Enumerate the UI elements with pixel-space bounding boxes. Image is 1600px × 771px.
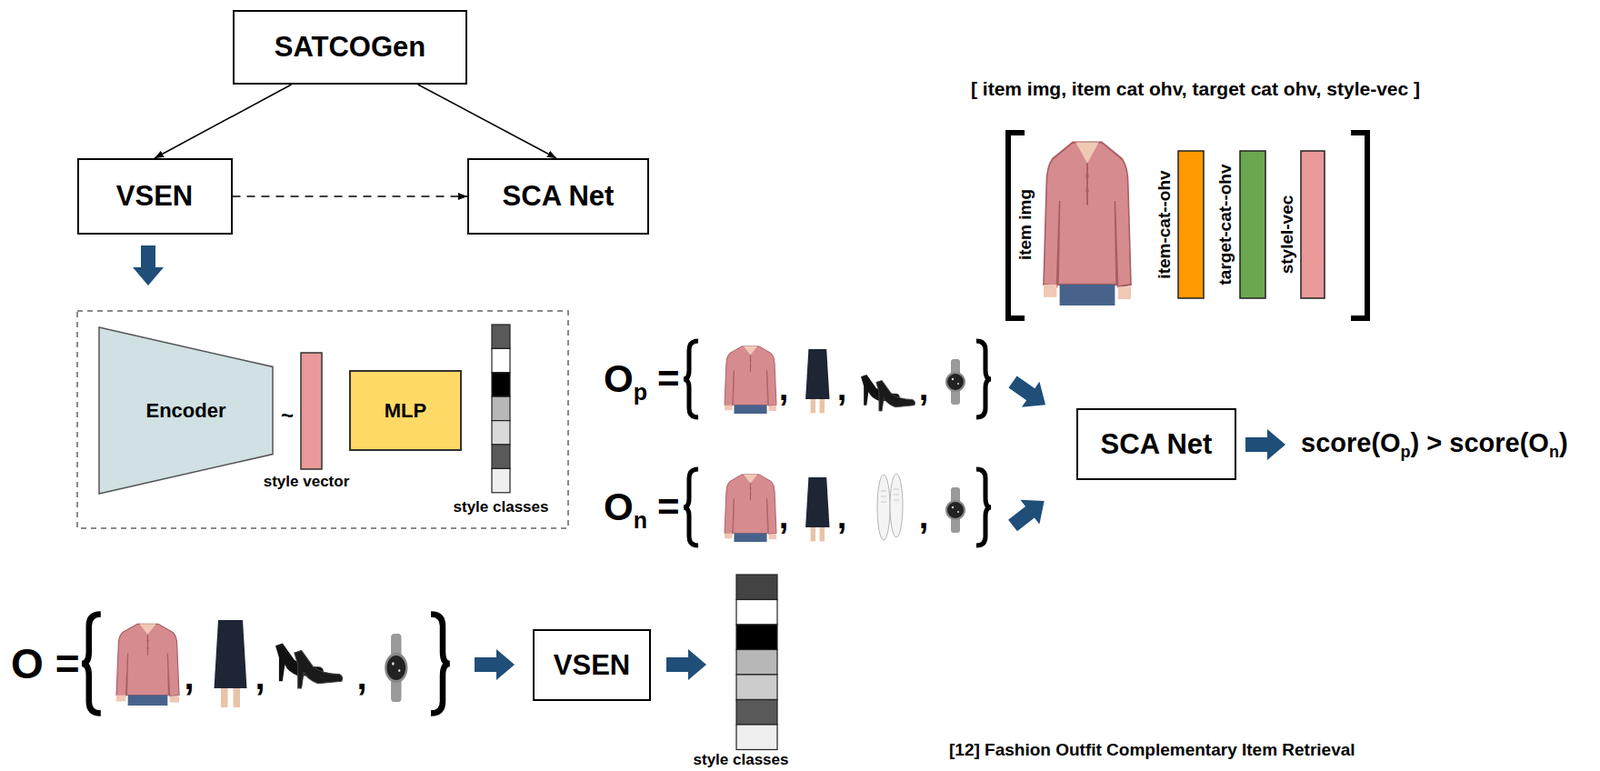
score-subscript: n bbox=[1549, 443, 1560, 463]
node-text: SATCOGen bbox=[274, 30, 427, 64]
part-label: style classes bbox=[693, 750, 790, 770]
block-arrow bbox=[1245, 429, 1286, 460]
block-arrow bbox=[474, 649, 515, 680]
sneakers-image bbox=[877, 473, 903, 540]
curly-brace bbox=[683, 469, 699, 546]
set-symbol: O bbox=[10, 640, 44, 689]
comma: , bbox=[254, 655, 265, 698]
comma: , bbox=[356, 655, 367, 698]
equals-sign: = bbox=[55, 640, 80, 689]
formula-group: O= bbox=[10, 640, 80, 689]
comma: , bbox=[919, 369, 930, 410]
curly-brace bbox=[430, 613, 450, 713]
score-subscript: p bbox=[1400, 443, 1411, 463]
target-cat-bar bbox=[1240, 150, 1266, 299]
style-classes-column bbox=[491, 324, 510, 493]
equals-sign: = bbox=[657, 357, 680, 401]
blouse-image bbox=[1043, 142, 1131, 306]
connector bbox=[418, 84, 557, 159]
model-box: VSEN bbox=[532, 629, 651, 701]
node-text: SCA Net bbox=[502, 180, 615, 213]
curly-brace bbox=[683, 340, 699, 418]
comma: , bbox=[919, 497, 930, 538]
vector-part-label: target-cat--ohv bbox=[1215, 163, 1236, 285]
block-arrow bbox=[666, 649, 707, 680]
heels-image bbox=[275, 643, 343, 689]
skirt-image bbox=[805, 477, 830, 541]
style-classes-column bbox=[736, 574, 778, 750]
caption: [12] Fashion Outfit Complementary Item R… bbox=[949, 740, 1356, 760]
score-text: ) bbox=[1559, 428, 1569, 459]
heels-image bbox=[860, 374, 916, 411]
set-symbol: O bbox=[603, 357, 634, 401]
formula-group: Op= bbox=[603, 357, 680, 401]
blouse-image bbox=[724, 474, 777, 542]
curly-brace bbox=[976, 340, 991, 418]
model-box: SCA Net bbox=[467, 158, 650, 235]
curly-brace bbox=[976, 469, 991, 546]
node-text: VSEN bbox=[116, 180, 193, 213]
comma: , bbox=[183, 655, 194, 698]
sampling-symbol: ~ bbox=[280, 402, 294, 429]
model-box: SCA Net bbox=[1076, 408, 1237, 480]
vector-part-label: stylel-vec bbox=[1277, 195, 1298, 275]
detail-frame bbox=[77, 310, 569, 529]
blouse-image bbox=[724, 346, 777, 414]
part-label: style vector bbox=[263, 472, 350, 491]
block-arrow bbox=[132, 245, 164, 286]
root-box: SATCOGen bbox=[232, 10, 468, 85]
node-text: SCA Net bbox=[1100, 428, 1213, 461]
vector-header: [ item img, item cat ohv, target cat ohv… bbox=[970, 78, 1420, 100]
skirt-image bbox=[805, 349, 830, 413]
blouse-image bbox=[116, 623, 180, 706]
comma: , bbox=[837, 369, 848, 410]
curly-brace bbox=[81, 613, 101, 713]
score-text: ) > score(O bbox=[1410, 428, 1550, 459]
connector bbox=[154, 84, 292, 159]
watch-image bbox=[946, 359, 965, 405]
node-text: VSEN bbox=[553, 649, 630, 682]
node-text: MLP bbox=[384, 399, 427, 422]
watch-image bbox=[946, 487, 965, 533]
set-subscript: p bbox=[633, 379, 648, 406]
comma: , bbox=[779, 369, 790, 410]
connector bbox=[232, 195, 469, 198]
style-vector-bar bbox=[300, 352, 322, 470]
vector-part-label: item img bbox=[1015, 189, 1036, 260]
node-text: Encoder bbox=[145, 399, 226, 422]
encoder-trapezoid: Encoder bbox=[98, 326, 274, 495]
comma: , bbox=[837, 497, 848, 538]
style-vec-bar bbox=[1300, 150, 1325, 299]
vector-part-label: item-cat--ohv bbox=[1154, 170, 1175, 279]
watch-image bbox=[385, 633, 407, 702]
model-box: VSEN bbox=[77, 158, 233, 235]
item-cat-bar bbox=[1178, 150, 1204, 299]
equals-sign: = bbox=[657, 485, 680, 530]
skirt-image bbox=[214, 620, 248, 708]
block-arrow bbox=[1003, 369, 1055, 418]
set-subscript: n bbox=[633, 507, 648, 534]
score-text: score(O bbox=[1300, 428, 1401, 459]
formula-group: score(Op) > score(On) bbox=[1300, 428, 1569, 459]
mlp-box: MLP bbox=[349, 370, 462, 451]
comma: , bbox=[779, 497, 790, 538]
block-arrow bbox=[1003, 489, 1055, 539]
set-symbol: O bbox=[603, 485, 634, 530]
square-bracket bbox=[1350, 132, 1368, 319]
part-label: style classes bbox=[453, 498, 550, 517]
trapezoid-shape bbox=[99, 327, 273, 494]
formula-group: On= bbox=[603, 485, 680, 530]
